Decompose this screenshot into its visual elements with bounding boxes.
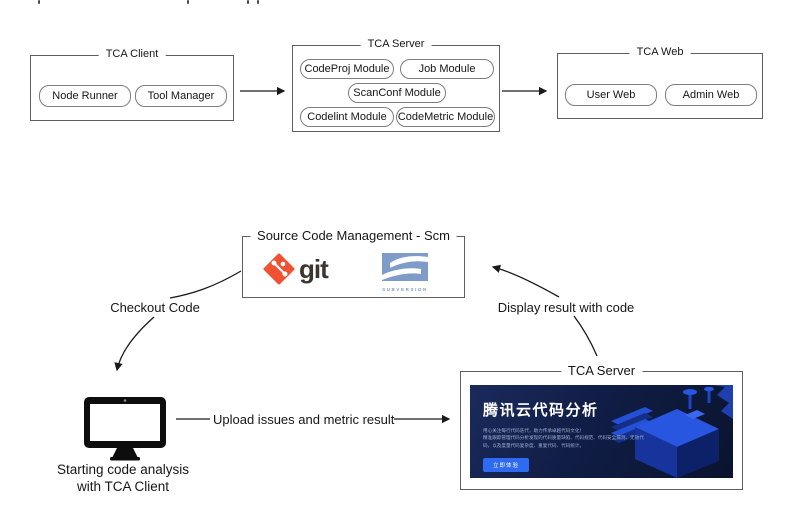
banner-line1: 用心关注每行代码迭代，助力传承卓越代码文化！ (483, 428, 585, 433)
scm-title: Source Code Management - Scm (250, 228, 457, 243)
module-job: Job Module (400, 59, 494, 79)
scm-box: Source Code Management - Scm git SUBVERS… (242, 228, 465, 298)
tca-client-title: TCA Client (98, 48, 166, 60)
module-codemetric: CodeMetric Module (396, 107, 495, 127)
tca-server-bottom-title: TCA Server (560, 363, 643, 378)
git-icon (263, 253, 295, 285)
tca-client-box: TCA Client Node Runner Tool Manager (30, 48, 234, 121)
display-arrow-tail (573, 315, 598, 357)
module-admin-web: Admin Web (665, 84, 757, 106)
clipped-text-fragment (187, 0, 189, 4)
tca-server-box: TCA Server CodeProj Module Job Module Sc… (292, 38, 500, 132)
upload-label: Upload issues and metric result (213, 412, 395, 427)
checkout-label: Checkout Code (110, 300, 200, 315)
banner-description: 用心关注每行代码迭代，助力传承卓越代码文化！ 精准跟踪管理代码分析发现的代码质量… (483, 427, 644, 449)
git-logo: git (263, 252, 329, 286)
clipped-text-fragment (257, 0, 259, 4)
module-scanconf: ScanConf Module (348, 83, 446, 103)
clipped-text-fragment (247, 0, 249, 4)
module-user-web: User Web (565, 84, 657, 106)
banner-line2: 精准跟踪管理代码分析发现的代码质量缺陷、代码规范、代码安全漏洞、无效代 (483, 435, 644, 441)
banner-illustration (611, 385, 733, 478)
module-codeproj: CodeProj Module (300, 59, 394, 79)
banner-line3: 码，以及度量代码复杂度、重复代码、代码统计。 (483, 442, 585, 448)
subversion-logo: SUBVERSION (381, 253, 429, 292)
client-caption: Starting code analysis with TCA Client (38, 461, 208, 495)
module-node-runner: Node Runner (39, 85, 131, 107)
git-wordmark: git (299, 253, 329, 284)
module-tool-manager: Tool Manager (135, 85, 227, 107)
banner-title: 腾讯云代码分析 (483, 402, 599, 419)
display-label: Display result with code (497, 300, 635, 315)
subversion-wordmark: SUBVERSION (382, 287, 428, 292)
tca-server-screenshot-box: TCA Server 腾 (460, 363, 743, 490)
module-codelint: Codelint Module (300, 107, 394, 127)
tca-server-title: TCA Server (360, 38, 432, 50)
subversion-icon (382, 253, 428, 281)
checkout-arrow-tail (169, 270, 242, 299)
client-caption-line1: Starting code analysis (56, 462, 190, 477)
tca-banner: 腾讯云代码分析 用心关注每行代码迭代，助力传承卓越代码文化！ 精准跟踪管理代码分… (470, 385, 733, 478)
banner-try-button: 立即体验 (483, 458, 529, 473)
tca-web-box: TCA Web User Web Admin Web (557, 46, 763, 119)
client-caption-line2: with TCA Client (76, 479, 170, 494)
tca-web-title: TCA Web (629, 46, 691, 58)
banner-content: 腾讯云代码分析 用心关注每行代码迭代，助力传承卓越代码文化！ 精准跟踪管理代码分… (483, 399, 644, 473)
monitor-icon (84, 397, 166, 461)
checkout-arrow-head (114, 316, 155, 372)
display-arrow-head (491, 264, 560, 298)
clipped-text-fragment (38, 0, 40, 4)
